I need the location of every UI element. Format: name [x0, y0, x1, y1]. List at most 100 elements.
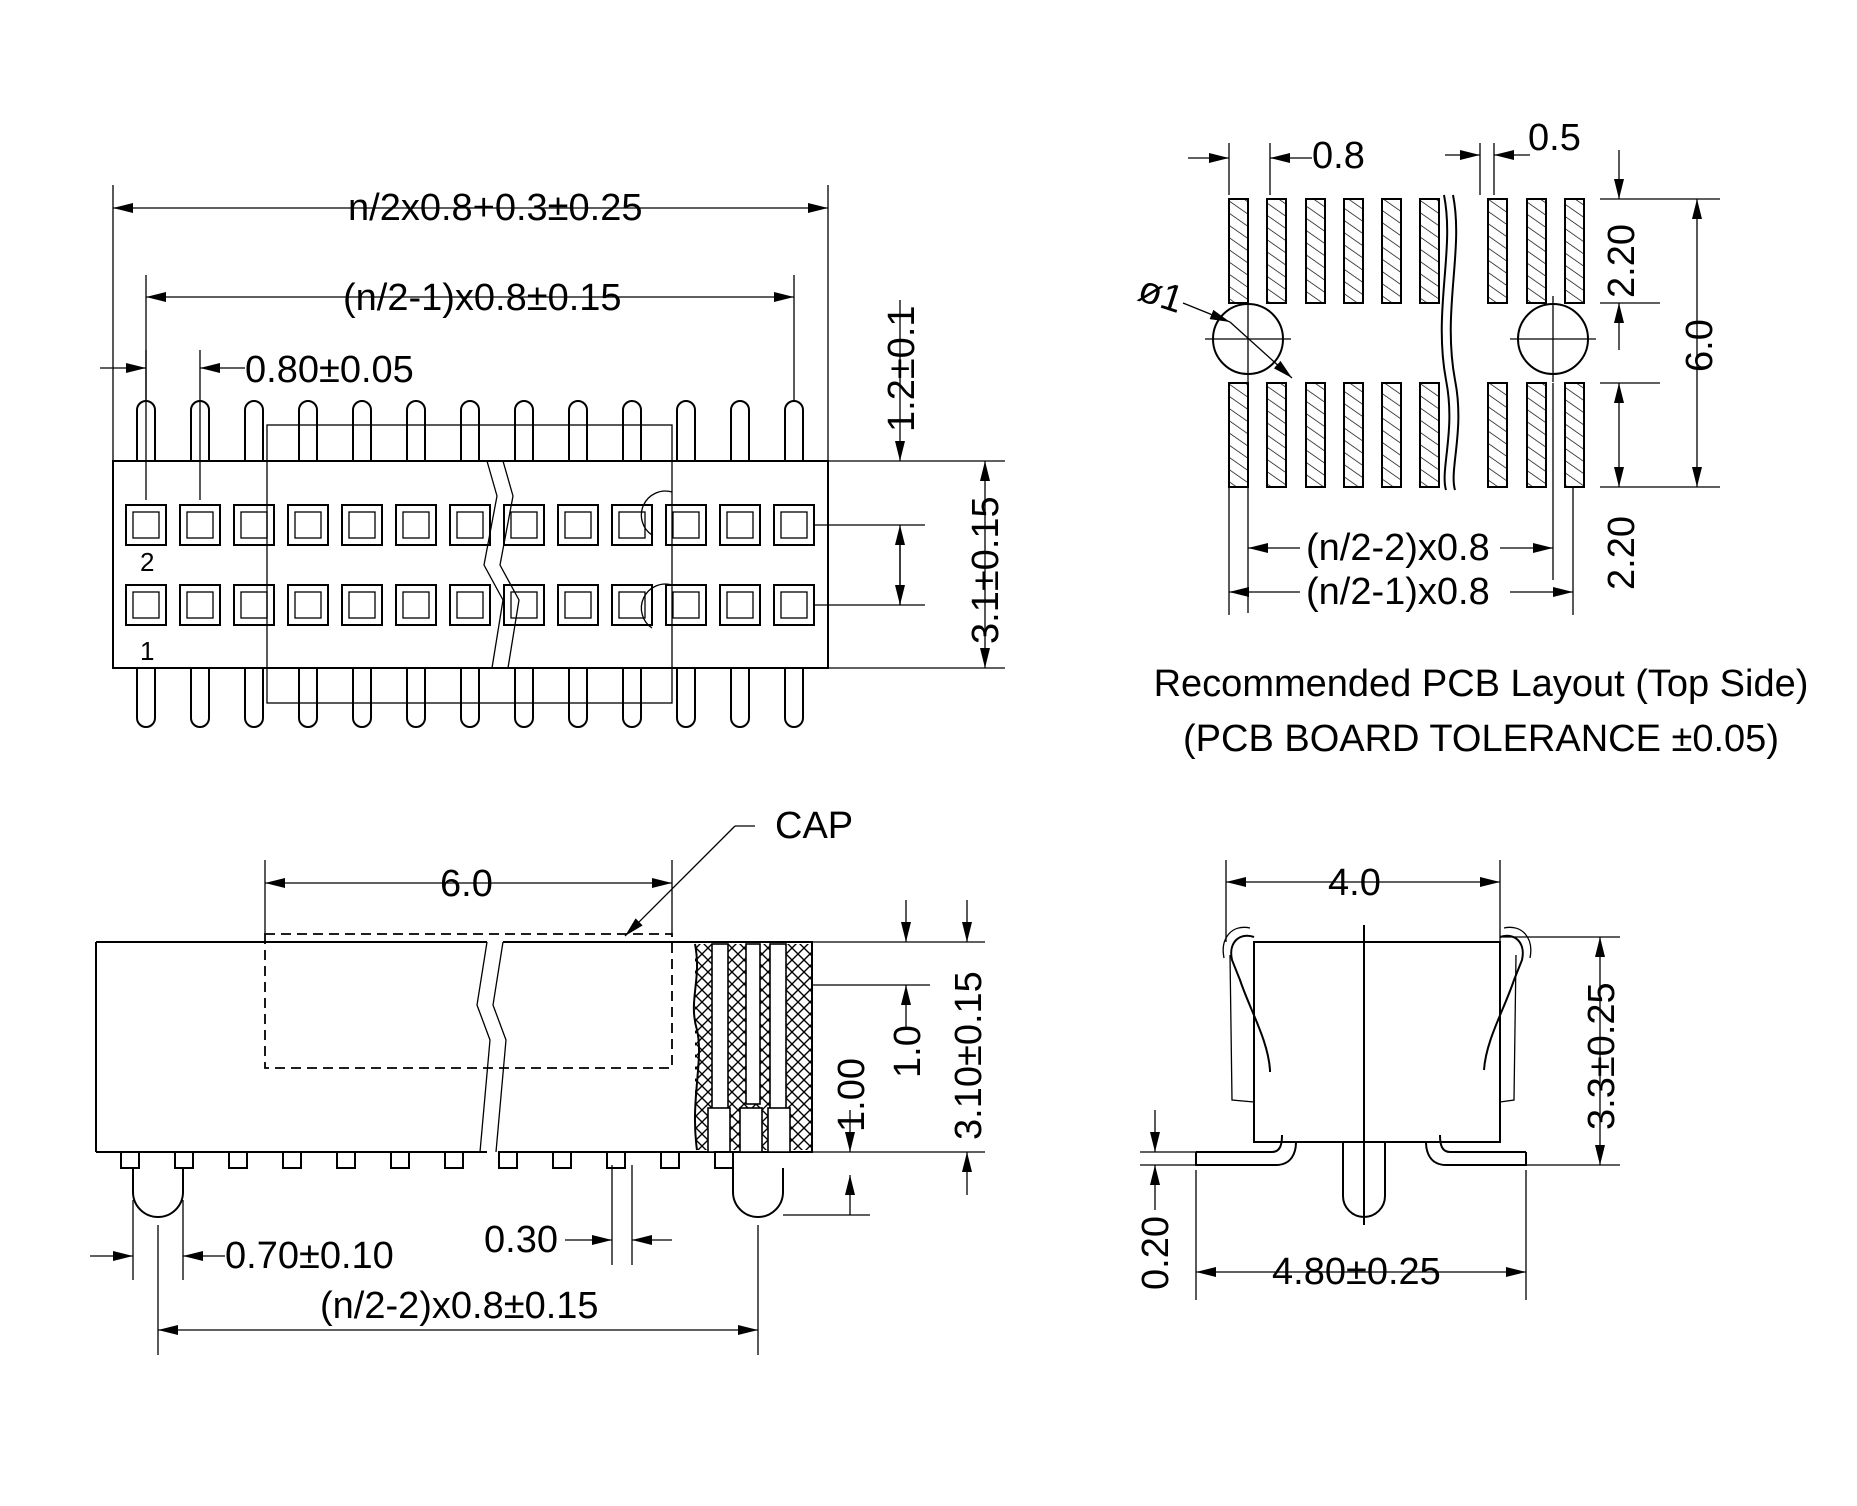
top-pin-lower: [136, 668, 156, 728]
top-contact-inner: [402, 591, 430, 619]
dim-cap-width: 6.0: [440, 863, 493, 905]
top-contact-inner: [240, 591, 268, 619]
top-pin-lower: [298, 668, 318, 728]
top-contact-inner: [564, 591, 592, 619]
top-contact-inner: [726, 511, 754, 539]
top-pin-upper: [298, 400, 318, 461]
top-contact-inner: [186, 511, 214, 539]
top-pin-upper: [514, 400, 534, 461]
side-pin-left: [132, 1168, 184, 1218]
top-contact-inner: [456, 511, 484, 539]
end-clip-right: [1483, 934, 1524, 1071]
side-foot: [228, 1151, 248, 1169]
top-pin-upper: [352, 400, 372, 461]
dim-pcb-inner: (n/2-2)x0.8: [1306, 527, 1490, 569]
top-pin-lower: [460, 668, 480, 728]
top-contact: [125, 584, 167, 626]
top-pin-upper: [622, 400, 642, 461]
top-pin-upper: [406, 400, 426, 461]
top-pins-upper: [136, 400, 804, 461]
top-contact-inner: [780, 511, 808, 539]
dim-pad-width: 0.8: [1312, 135, 1365, 177]
top-contact: [665, 504, 707, 546]
pcb-pad: [1228, 198, 1249, 304]
dim-pcb-outer: (n/2-1)x0.8: [1306, 571, 1490, 613]
top-contact-inner: [618, 511, 646, 539]
side-pin-right: [732, 1168, 784, 1218]
top-break-line: [483, 460, 504, 669]
pcb-pad: [1305, 198, 1326, 304]
top-contact: [557, 584, 599, 626]
top-contact-inner: [672, 511, 700, 539]
top-pin-upper: [730, 400, 750, 461]
end-body-outline: [1253, 941, 1501, 1143]
top-pin-lower: [784, 668, 804, 728]
top-pin-lower: [406, 668, 426, 728]
top-contact: [449, 584, 491, 626]
pin2-label: 2: [140, 547, 154, 577]
dim-pin-span: (n/2-1)x0.8±0.15: [343, 277, 622, 319]
top-contact: [611, 504, 653, 546]
top-contact: [665, 584, 707, 626]
top-pin-lower: [514, 668, 534, 728]
top-contact: [125, 504, 167, 546]
pin1-label: 1: [140, 636, 154, 666]
top-view: 2 1 n/2x0.8+0.3±0.25 (n/2-1)x0.8±0.15 0.…: [100, 185, 1007, 728]
cap-label: CAP: [775, 805, 853, 847]
top-pin-lower: [730, 668, 750, 728]
top-contact: [287, 504, 329, 546]
dim-1-00: 1.00: [831, 1058, 873, 1132]
pcb-pad: [1305, 382, 1326, 488]
dim-pcb-height: 6.0: [1679, 319, 1721, 372]
end-view: 4.0 3.3±0.25 0.20 4.80±0.25: [1135, 860, 1623, 1300]
side-foot: [282, 1151, 302, 1169]
top-contact: [395, 504, 437, 546]
side-view: CAP 6.0 1.0 1.00 3.10±0.15 0.70±0.10 0.3…: [90, 805, 990, 1355]
top-pins-lower: [136, 668, 804, 728]
top-contact-inner: [294, 511, 322, 539]
side-foot: [714, 1151, 734, 1169]
pcb-pad: [1526, 382, 1547, 488]
dim-pad-length-bottom: 2.20: [1601, 516, 1643, 590]
top-pin-lower: [568, 668, 588, 728]
dim-overall-length: n/2x0.8+0.3±0.25: [348, 187, 642, 229]
top-contact-inner: [294, 591, 322, 619]
side-break-line: [476, 941, 491, 1153]
pcb-layout: ø1 0.8 0.5 2.20 2.20 6.0 (n/2-2)x0.8: [1133, 117, 1808, 760]
side-foot: [444, 1151, 464, 1169]
top-contact-inner: [780, 591, 808, 619]
top-contact: [341, 584, 383, 626]
top-contact: [233, 584, 275, 626]
dim-end-width: 4.0: [1328, 862, 1381, 904]
dim-pin-length: 1.2±0.1: [881, 305, 923, 432]
pcb-pad: [1419, 382, 1440, 488]
dim-foot-width: 0.30: [484, 1219, 558, 1261]
top-contact-inner: [132, 511, 160, 539]
top-pin-upper: [244, 400, 264, 461]
side-foot: [552, 1151, 572, 1169]
dim-pin-width: 0.70±0.10: [225, 1235, 394, 1277]
dim-side-height: 3.10±0.15: [948, 971, 990, 1140]
top-contact: [773, 504, 815, 546]
top-contact-inner: [564, 511, 592, 539]
top-contact: [179, 584, 221, 626]
pcb-pad: [1487, 382, 1508, 488]
dim-1-0: 1.0: [887, 1025, 929, 1078]
side-foot: [498, 1151, 518, 1169]
top-contact: [341, 504, 383, 546]
side-foot: [336, 1151, 356, 1169]
top-pin-lower: [352, 668, 372, 728]
top-pin-upper: [676, 400, 696, 461]
top-contact: [503, 584, 545, 626]
top-contact-inner: [402, 511, 430, 539]
pcb-pad: [1564, 198, 1585, 304]
end-center-pin: [1342, 1142, 1386, 1218]
top-contact-inner: [348, 511, 376, 539]
dim-body-width: 3.1±0.15: [965, 496, 1007, 644]
pcb-pad: [1419, 198, 1440, 304]
top-contact: [719, 584, 761, 626]
end-clip-left: [1230, 934, 1271, 1072]
top-pin-upper: [568, 400, 588, 461]
top-contact-inner: [618, 591, 646, 619]
top-contact-inner: [510, 511, 538, 539]
